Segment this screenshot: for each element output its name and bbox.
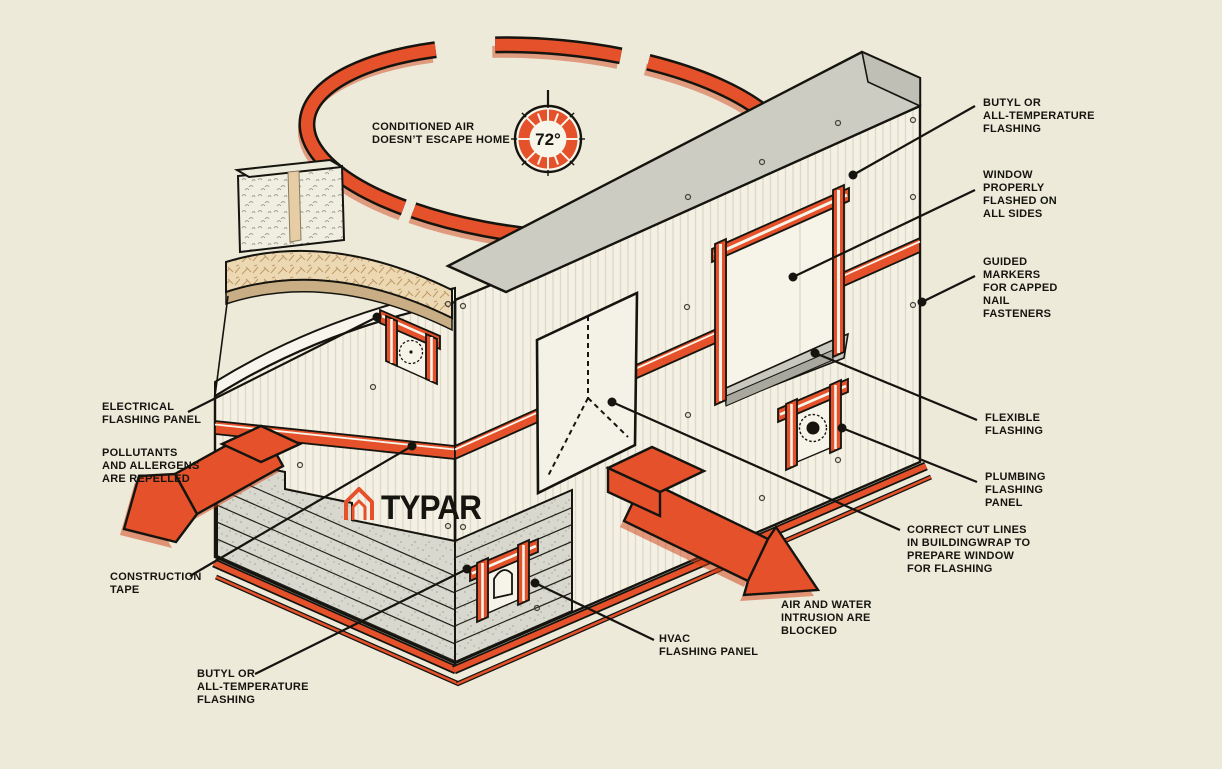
window xyxy=(711,183,850,407)
callout-conditioned-air: CONDITIONED AIR DOESN’T ESCAPE HOME xyxy=(372,121,510,146)
leader-construction-tape xyxy=(189,445,413,577)
nail-marker-icons xyxy=(296,116,917,612)
house-illustration: TYPAR xyxy=(212,50,933,687)
house-logo-icon xyxy=(344,487,374,520)
callout-butyl-top: BUTYL OR ALL-TEMPERATURE FLASHING xyxy=(983,97,1095,135)
callout-pollutants: POLLUTANTS AND ALLERGENS ARE REPELLED xyxy=(102,447,200,485)
leader-guided-markers xyxy=(921,275,976,303)
cut-lines-panel xyxy=(535,290,639,496)
conditioned-air-loop xyxy=(298,36,774,252)
brand-logo: TYPAR xyxy=(344,487,482,527)
beam-end-face xyxy=(860,50,921,108)
leader-hvac xyxy=(534,582,655,641)
callout-cut-lines: CORRECT CUT LINES IN BUILDINGWRAP TO PRE… xyxy=(907,524,1031,575)
callout-electrical-panel: ELECTRICAL FLASHING PANEL xyxy=(102,401,202,426)
pollutants-arrow xyxy=(120,424,303,548)
thermostat-value: 72° xyxy=(535,130,561,149)
housewrap-curl xyxy=(214,286,456,398)
brand-wordmark: TYPAR xyxy=(381,489,481,527)
callout-guided-markers: GUIDED MARKERS FOR CAPPED NAIL FASTENERS xyxy=(983,256,1058,320)
osb-layer xyxy=(225,249,453,320)
hvac-duct-opening xyxy=(493,569,513,600)
leader-dots xyxy=(372,170,927,588)
callout-window: WINDOW PROPERLY FLASHED ON ALL SIDES xyxy=(983,169,1057,220)
hvac-panel xyxy=(469,537,539,624)
callout-construction-tape: CONSTRUCTION TAPE xyxy=(110,571,202,596)
callout-hvac-panel: HVAC FLASHING PANEL xyxy=(659,633,759,658)
leader-lines xyxy=(187,105,978,675)
leader-cut-lines xyxy=(611,400,901,532)
leader-plumbing xyxy=(841,426,978,484)
callout-plumbing-panel: PLUMBING FLASHING PANEL xyxy=(985,471,1046,509)
leader-electrical xyxy=(187,316,378,413)
window-flashing-frame xyxy=(711,183,850,407)
leader-window xyxy=(792,189,976,278)
wall-stud xyxy=(287,170,302,243)
air-water-arrow xyxy=(605,445,821,601)
callout-butyl-bottom: BUTYL OR ALL-TEMPERATURE FLASHING xyxy=(197,668,309,706)
slab-top-face xyxy=(233,158,346,179)
leader-flexible xyxy=(814,351,978,422)
plumbing-panel xyxy=(777,377,849,472)
callout-air-water: AIR AND WATER INTRUSION ARE BLOCKED xyxy=(781,599,872,637)
electrical-panel xyxy=(379,308,441,386)
thermostat-icon: 72° xyxy=(511,90,585,176)
base-flashing xyxy=(212,461,933,687)
pipe-hole xyxy=(806,421,820,435)
callout-flexible-flashing: FLEXIBLE FLASHING xyxy=(985,412,1044,437)
leader-butyl-bottom xyxy=(254,568,468,675)
leader-butyl-top xyxy=(852,105,976,176)
